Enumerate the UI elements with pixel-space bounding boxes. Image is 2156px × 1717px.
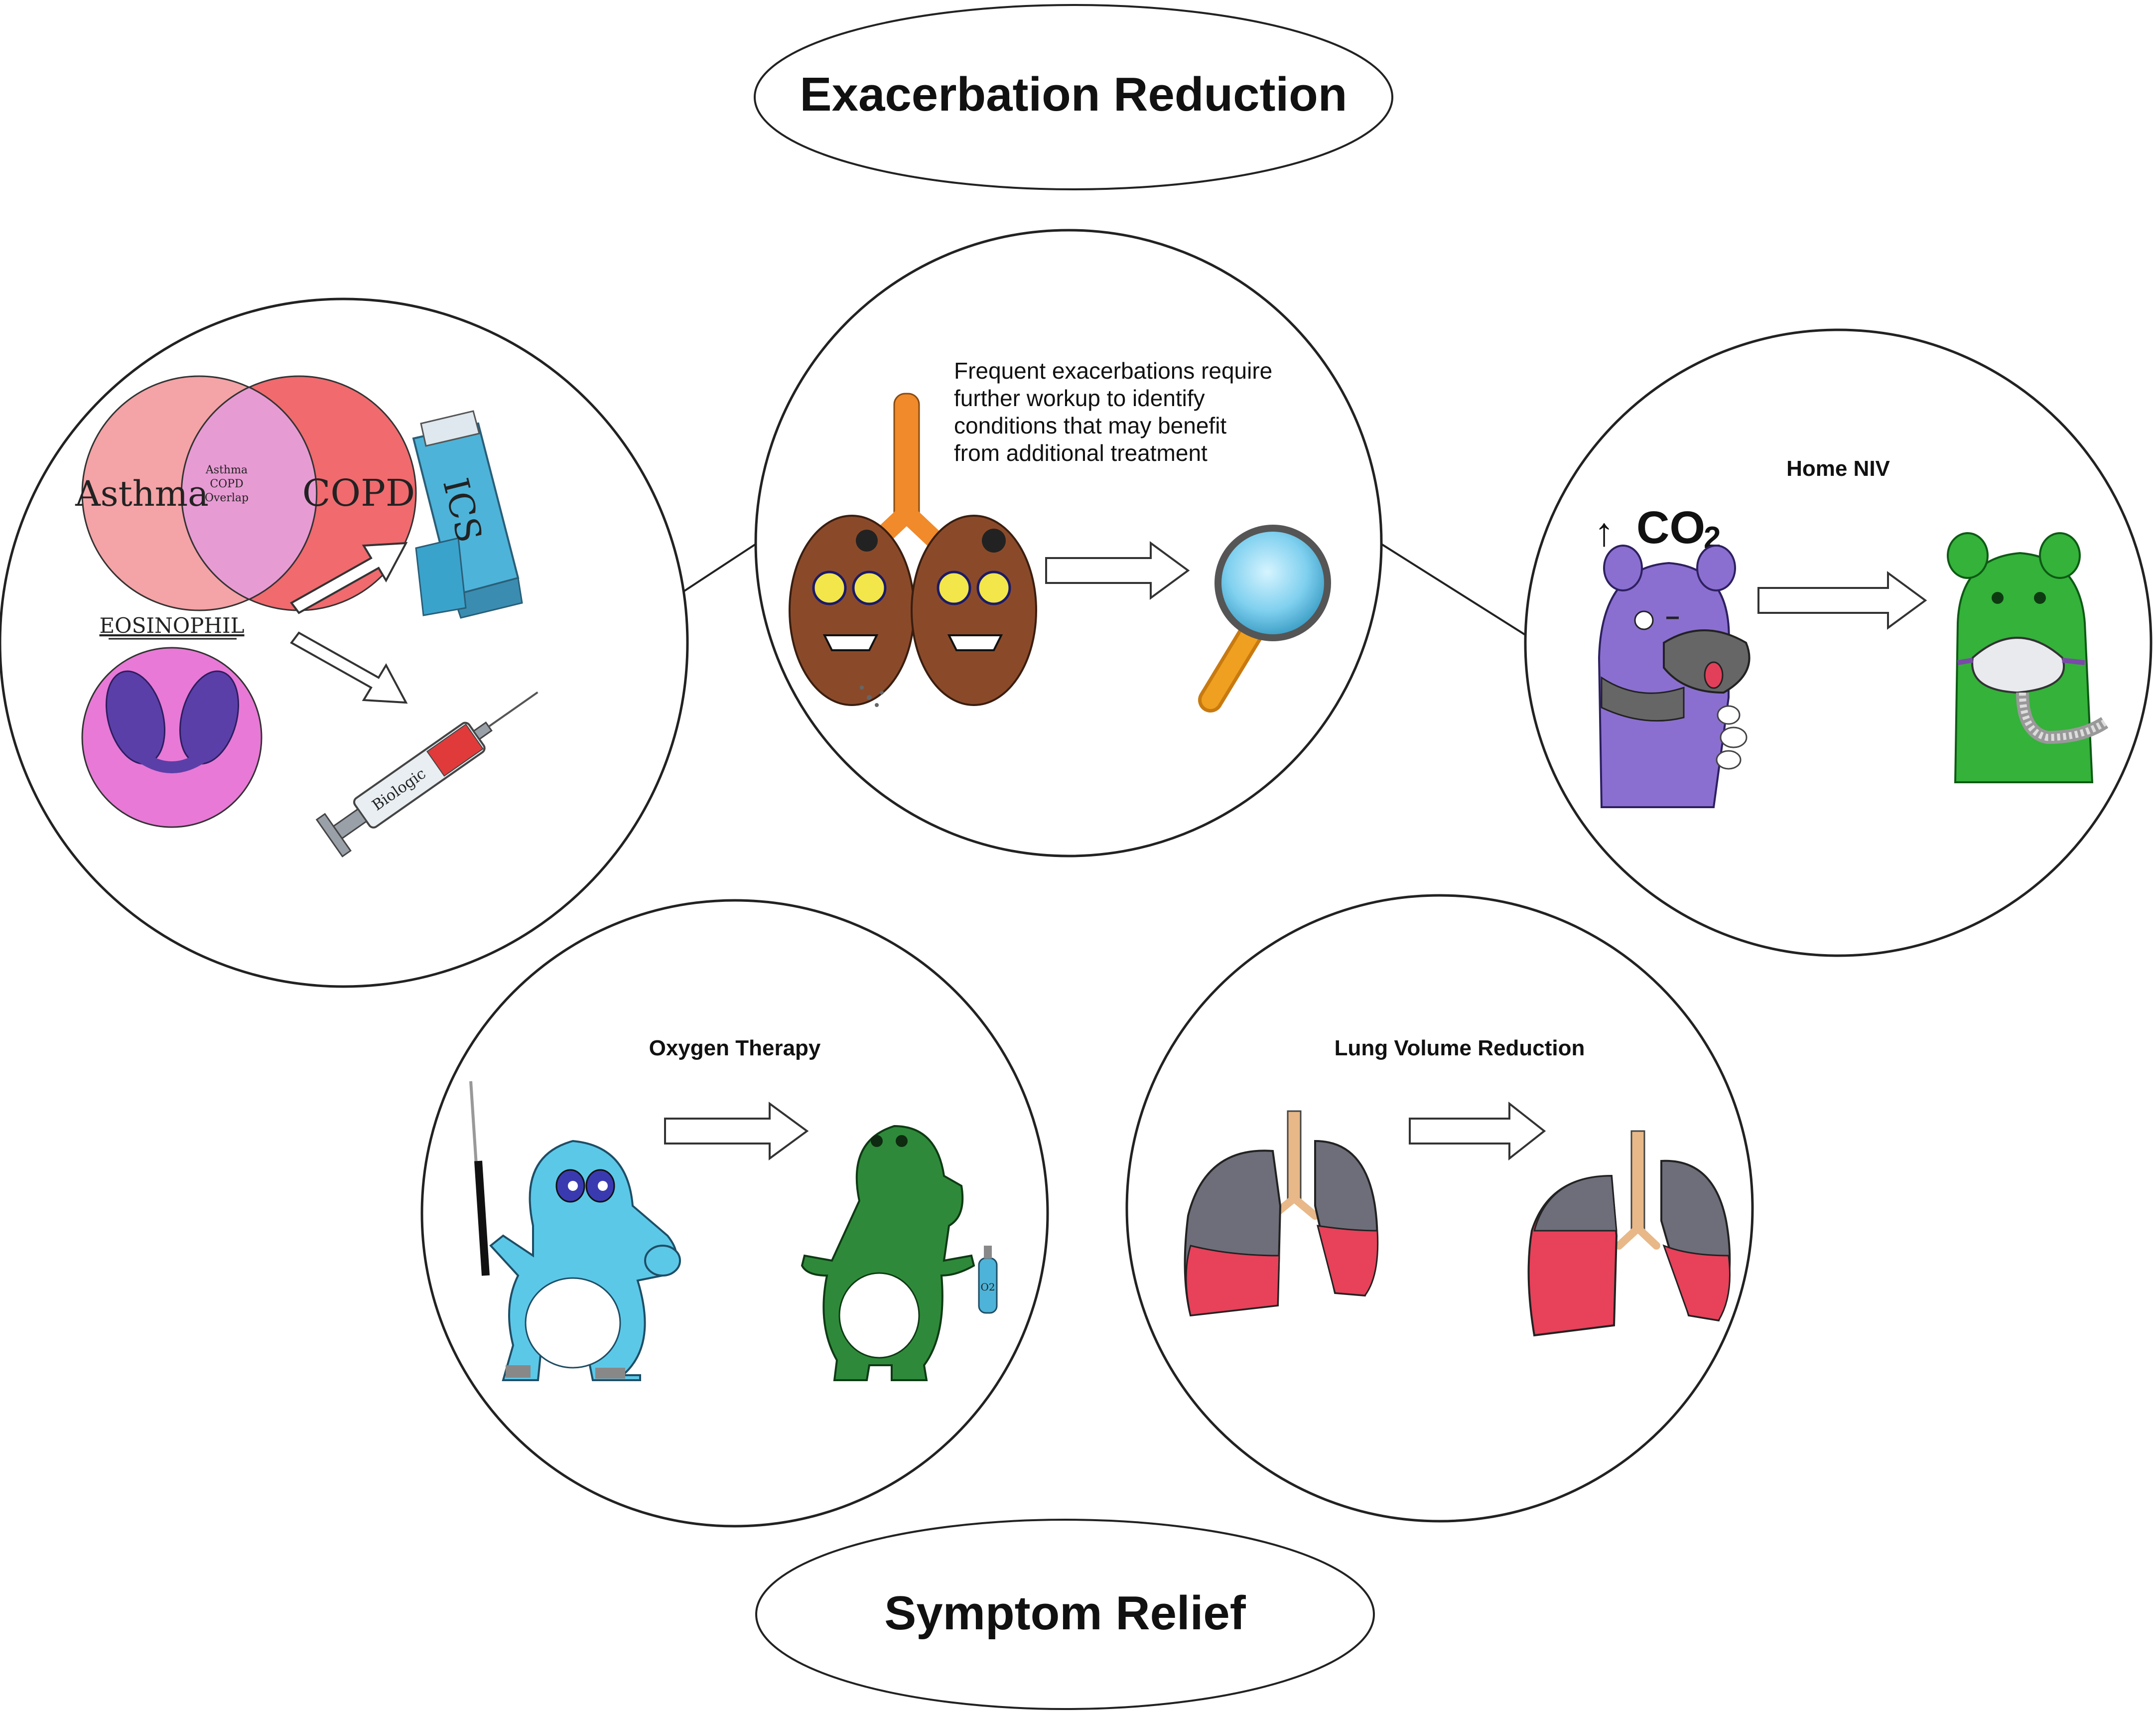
venn-overlap-region (180, 386, 318, 600)
header-top-ellipse (754, 4, 1393, 190)
right-arrow (1757, 571, 1927, 630)
arrow-to-biologic (290, 631, 408, 704)
oxygen-tank-label: O2 (980, 1281, 995, 1293)
lung-volume-reduction-title: Lung Volume Reduction (1335, 1036, 1585, 1060)
description-line-2: further workup to identify (954, 385, 1205, 411)
eosinophil-cell (81, 647, 263, 828)
venn-overlap-label-1: Asthma (205, 464, 248, 476)
sick-character (1598, 545, 1751, 808)
arrow-to-ics (290, 542, 408, 614)
lung-right-brown (911, 515, 1037, 706)
venn-diagram: Asthma COPD Asthma COPD Overlap (75, 375, 417, 611)
description-line-1: Frequent exacerbations require (954, 358, 1272, 384)
co2-indicator: ↑ CO 2 (1594, 502, 1721, 555)
reduced-lungs (1527, 1130, 1731, 1337)
sick-hippo (469, 1081, 681, 1381)
venn-overlap-label-3: Overlap (205, 492, 249, 504)
co2-label: CO (1636, 502, 1705, 553)
biologic-syringe: Biologic (315, 691, 539, 858)
center-arrow (1045, 541, 1190, 600)
venn-asthma-label: Asthma (75, 473, 209, 514)
ics-inhaler: ICS (412, 410, 523, 619)
description-line-3: conditions that may benefit (954, 413, 1226, 438)
oxygen-therapy-title: Oxygen Therapy (649, 1036, 821, 1060)
venn-overlap-label-2: COPD (210, 478, 243, 490)
panel-home-niv: Home NIV ↑ CO 2 (1524, 328, 2153, 957)
eosinophil-nucleus-bridge (136, 751, 208, 773)
panel-treatable-traits: Asthma COPD Asthma COPD Overlap EOSINOPH… (0, 297, 689, 988)
eosinophil: EOSINOPHIL (81, 613, 263, 828)
venn-copd-label: COPD (302, 472, 415, 515)
connector-center-right (1379, 542, 1529, 638)
lvr-arrow (1409, 1101, 1546, 1161)
header-top-text: Exacerbation Reduction (800, 68, 1348, 121)
co2-up-arrow: ↑ (1594, 510, 1614, 554)
oxygen-arrow (664, 1102, 809, 1160)
magnifier-icon (1198, 525, 1331, 713)
sick-lungs (789, 393, 1037, 707)
panel-lung-volume-reduction: Lung Volume Reduction (1125, 894, 1754, 1523)
description-line-4: from additional treatment (954, 440, 1208, 466)
header-bottom: Symptom Relief (755, 1519, 1375, 1710)
panel-frequent-exacerbations: Frequent exacerbations require further w… (754, 229, 1383, 858)
home-niv-title: Home NIV (1786, 456, 1890, 481)
healthy-character (1947, 532, 2109, 783)
panel-bottom-right-circle (1125, 894, 1754, 1523)
lung-left-brown (789, 515, 915, 706)
header-top: Exacerbation Reduction (754, 4, 1393, 190)
panel-oxygen-therapy: Oxygen Therapy O2 (420, 899, 1049, 1528)
hyperinflated-lungs (1184, 1110, 1379, 1317)
center-description: Frequent exacerbations require further w… (954, 358, 1272, 466)
header-bottom-text: Symptom Relief (884, 1586, 1246, 1640)
eosinophil-label: EOSINOPHIL (99, 613, 244, 638)
healthy-hippo: O2 (801, 1125, 998, 1381)
header-bottom-ellipse (755, 1519, 1375, 1710)
